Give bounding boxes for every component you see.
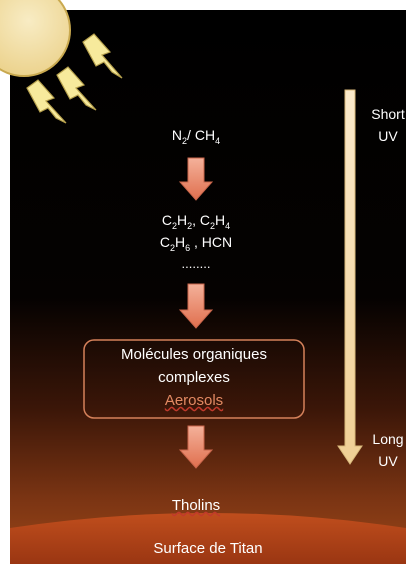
formula-h: H [215, 212, 226, 228]
sun-icon [0, 0, 71, 77]
formula-c: C [159, 234, 170, 250]
ray-bolt-icon [82, 33, 123, 79]
label-long-uv: UV [378, 453, 398, 469]
formula-sub: 2 [182, 135, 188, 146]
formula-sub: 2 [210, 220, 216, 231]
formula-sub: 2 [169, 242, 175, 253]
organic-molecules-box [83, 339, 305, 419]
formula-sub: 6 [185, 242, 191, 253]
label-c2h6-hcn: C2H6 , HCN [140, 234, 252, 253]
formula-ch: CH [194, 127, 216, 143]
formula-hcn: HCN [201, 234, 233, 250]
formula-c: C [199, 212, 211, 228]
formula-h: H [174, 234, 186, 250]
uv-arrow-icon [337, 89, 363, 465]
down-arrow-icon [178, 425, 214, 469]
titan-surface [10, 513, 406, 564]
sky-background [10, 10, 406, 564]
formula-sub: 4 [215, 135, 221, 146]
label-short: Short [371, 106, 405, 122]
ray-bolt-icon [26, 79, 67, 124]
sun-rays [26, 33, 123, 124]
down-arrow-icon [178, 157, 214, 201]
flow-arrows [178, 157, 214, 469]
label-short-uv: UV [378, 128, 398, 144]
formula-n: N [171, 127, 183, 143]
formula-sep: , [190, 234, 202, 250]
formula-sep: / [187, 127, 195, 143]
label-ellipsis: ........ [181, 256, 211, 271]
label-surface: Surface de Titan [153, 540, 263, 557]
formula-sep: , [192, 212, 200, 228]
label-c2h2-c2h4: C2H2, C2H4 [140, 212, 252, 231]
label-n2-ch4: N2/ CH4 [150, 127, 242, 146]
box-line-1: Molécules organiques [121, 346, 267, 363]
formula-sub: 4 [225, 220, 231, 231]
formula-sub: 2 [171, 220, 177, 231]
box-line-3-aerosols: Aerosols [164, 392, 224, 409]
box-line-2: complexes [158, 369, 230, 386]
formula-sub: 2 [187, 220, 193, 231]
formula-c: C [161, 212, 172, 228]
formula-h: H [176, 212, 188, 228]
label-tholins: Tholins [171, 497, 221, 514]
label-long: Long [372, 431, 404, 447]
ray-bolt-icon [56, 66, 97, 111]
down-arrow-icon [178, 283, 214, 329]
